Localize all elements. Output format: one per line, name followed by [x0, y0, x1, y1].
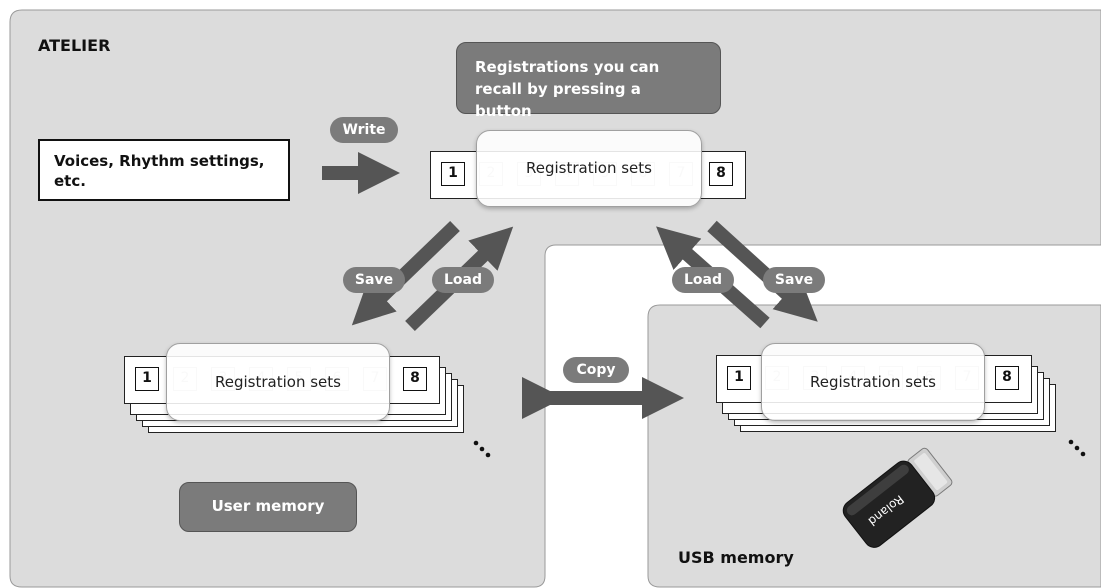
usb-memory-label: USB memory — [678, 548, 794, 567]
registration-sets-label-user: Registration sets — [166, 343, 390, 421]
voices-settings-box: Voices, Rhythm settings, etc. — [38, 139, 290, 201]
slot-1: 1 — [727, 366, 751, 390]
load-label-left: Load — [432, 267, 494, 293]
recall-info-box: Registrations you can recall by pressing… — [456, 42, 721, 120]
registration-sets-label-usb: Registration sets — [761, 343, 985, 421]
slot-8: 8 — [403, 367, 427, 391]
write-label: Write — [330, 117, 398, 143]
registration-sets-label-top: Registration sets — [476, 130, 702, 207]
save-label-left: Save — [343, 267, 405, 293]
load-label-right: Load — [672, 267, 734, 293]
slot-8: 8 — [995, 366, 1019, 390]
atelier-label: ATELIER — [38, 36, 111, 55]
slot-1: 1 — [135, 367, 159, 391]
slot-1: 1 — [441, 162, 465, 186]
more-ellipsis-icon — [1068, 439, 1086, 457]
user-memory-box: User memory — [179, 482, 357, 532]
copy-label: Copy — [563, 357, 629, 383]
slot-8: 8 — [709, 162, 733, 186]
usb-drive-icon: Roland — [842, 447, 953, 548]
save-label-right: Save — [763, 267, 825, 293]
more-ellipsis-icon — [473, 440, 491, 458]
